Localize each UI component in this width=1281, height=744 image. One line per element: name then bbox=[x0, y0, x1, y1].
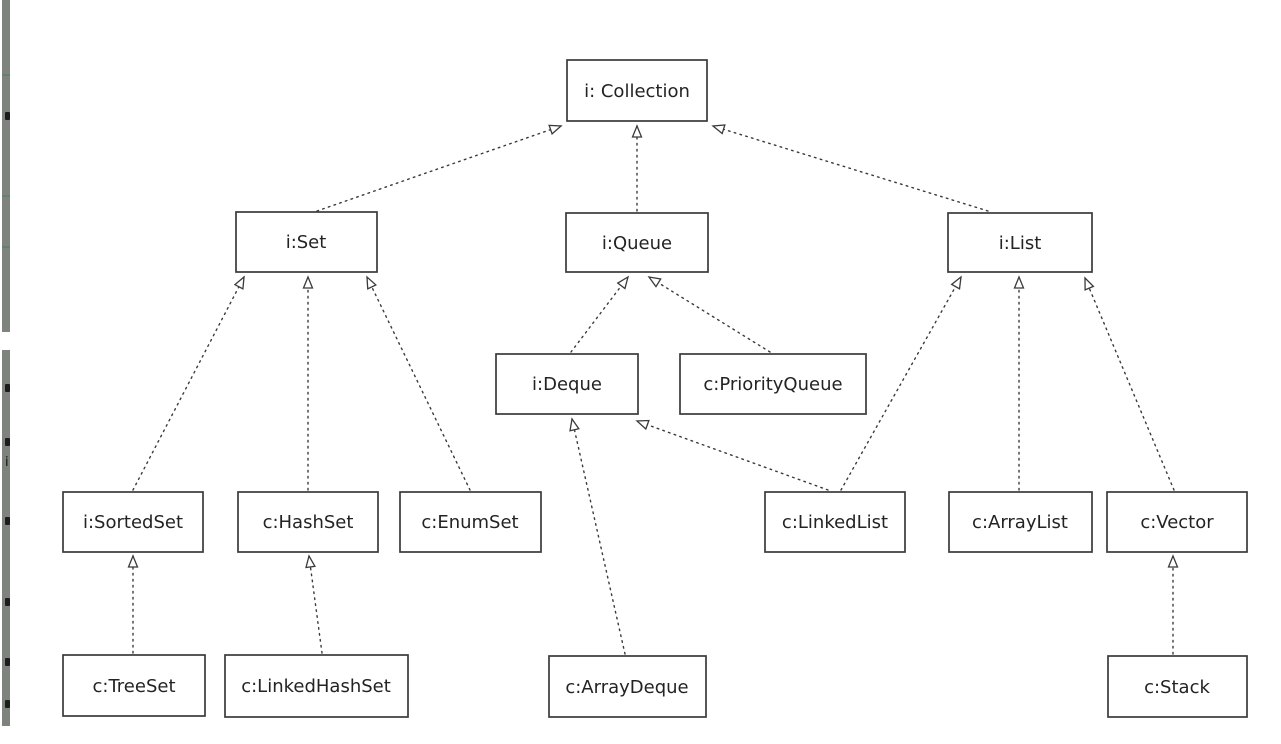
edge-arraydeque-to-deque bbox=[569, 417, 626, 655]
page-edge-glyph-fragment bbox=[5, 384, 10, 392]
class-label: c:Vector bbox=[1140, 512, 1214, 533]
class-box-deque: i:Deque bbox=[495, 353, 639, 415]
class-label: c:TreeSet bbox=[92, 676, 175, 697]
edge-deque-to-queue bbox=[570, 275, 630, 353]
class-box-arraylist: c:ArrayList bbox=[948, 491, 1093, 553]
class-box-linkedlist: c:LinkedList bbox=[764, 491, 906, 553]
edge-linkedlist-to-deque bbox=[635, 419, 829, 491]
class-box-enumset: c:EnumSet bbox=[399, 491, 542, 553]
class-box-set: i:Set bbox=[235, 211, 378, 273]
class-box-hashset: c:HashSet bbox=[237, 491, 379, 553]
page-edge-rule bbox=[2, 246, 10, 248]
class-label: i: Collection bbox=[584, 81, 690, 102]
class-box-priorityqueue: c:PriorityQueue bbox=[679, 353, 867, 415]
diagram-nodes: i: Collection i:Set i:Queue i:List i:Deq… bbox=[62, 59, 1248, 718]
page-edge-glyph-fragment bbox=[5, 658, 10, 666]
class-label: c:PriorityQueue bbox=[703, 374, 842, 395]
edge-linkedlist-to-list bbox=[840, 275, 962, 491]
class-label: i:Queue bbox=[602, 233, 672, 254]
class-box-arraydeque: c:ArrayDeque bbox=[548, 655, 707, 718]
class-box-linkedhashset: c:LinkedHashSet bbox=[224, 654, 409, 718]
class-label: i:List bbox=[999, 233, 1042, 254]
left-page-edge-strip: i bbox=[2, 0, 10, 726]
class-box-sortedset: i:SortedSet bbox=[62, 491, 204, 553]
edge-list-to-collection bbox=[711, 124, 989, 212]
class-label: c:ArrayList bbox=[972, 512, 1068, 533]
page-edge-glyph-fragment bbox=[5, 112, 10, 120]
class-box-stack: c:Stack bbox=[1107, 655, 1248, 718]
class-box-collection: i: Collection bbox=[566, 59, 708, 122]
edge-vector-to-list bbox=[1084, 276, 1175, 491]
page-edge-glyph-fragment bbox=[5, 438, 10, 446]
edge-sortedset-to-set bbox=[132, 275, 245, 491]
class-box-queue: i:Queue bbox=[565, 212, 709, 273]
class-label: c:Stack bbox=[1144, 677, 1210, 698]
class-label: c:ArrayDeque bbox=[565, 677, 688, 698]
class-box-treeset: c:TreeSet bbox=[62, 654, 206, 717]
edge-priorityqueue-to-queue bbox=[647, 276, 771, 353]
class-label: c:LinkedHashSet bbox=[241, 676, 391, 697]
page-edge-text-fragment: i bbox=[5, 455, 9, 470]
class-label: i:SortedSet bbox=[83, 512, 183, 533]
class-label: i:Deque bbox=[532, 374, 602, 395]
class-label: c:HashSet bbox=[263, 512, 354, 533]
page-edge-glyph-fragment bbox=[5, 598, 10, 606]
edge-enumset-to-set bbox=[366, 275, 471, 491]
diagram-edges bbox=[127, 124, 1179, 655]
page-edge-glyph-fragment bbox=[5, 517, 10, 525]
class-box-vector: c:Vector bbox=[1106, 491, 1248, 553]
edge-linkedhashset-to-hashset bbox=[305, 554, 323, 654]
class-box-list: i:List bbox=[947, 212, 1093, 273]
class-label: i:Set bbox=[286, 232, 327, 253]
page-edge-glyph-fragment bbox=[5, 700, 10, 708]
page-edge-gap bbox=[2, 332, 10, 350]
page-edge-rule bbox=[2, 74, 10, 76]
page-edge-rule bbox=[2, 195, 10, 197]
class-label: c:EnumSet bbox=[421, 512, 518, 533]
edge-set-to-collection bbox=[316, 124, 563, 212]
class-label: c:LinkedList bbox=[782, 512, 888, 533]
